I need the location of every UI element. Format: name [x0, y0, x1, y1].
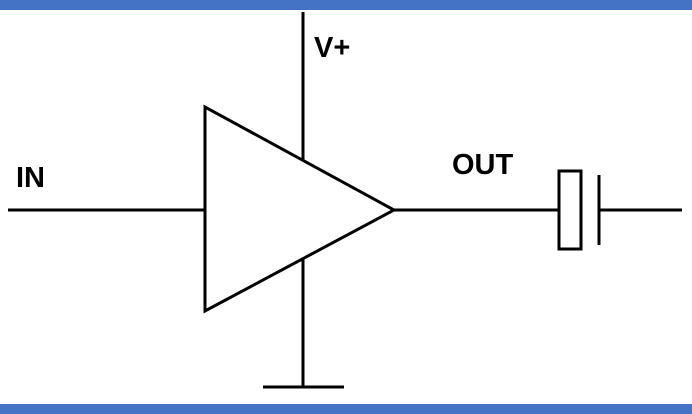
output-label: OUT: [452, 149, 514, 181]
supply-label: V+: [314, 32, 350, 64]
amplifier-triangle-icon: [203, 104, 398, 314]
top-border-bar: [0, 0, 692, 10]
capacitor-plate-left-icon: [557, 169, 583, 251]
bottom-border-bar: [0, 404, 692, 414]
input-label: IN: [16, 162, 45, 194]
